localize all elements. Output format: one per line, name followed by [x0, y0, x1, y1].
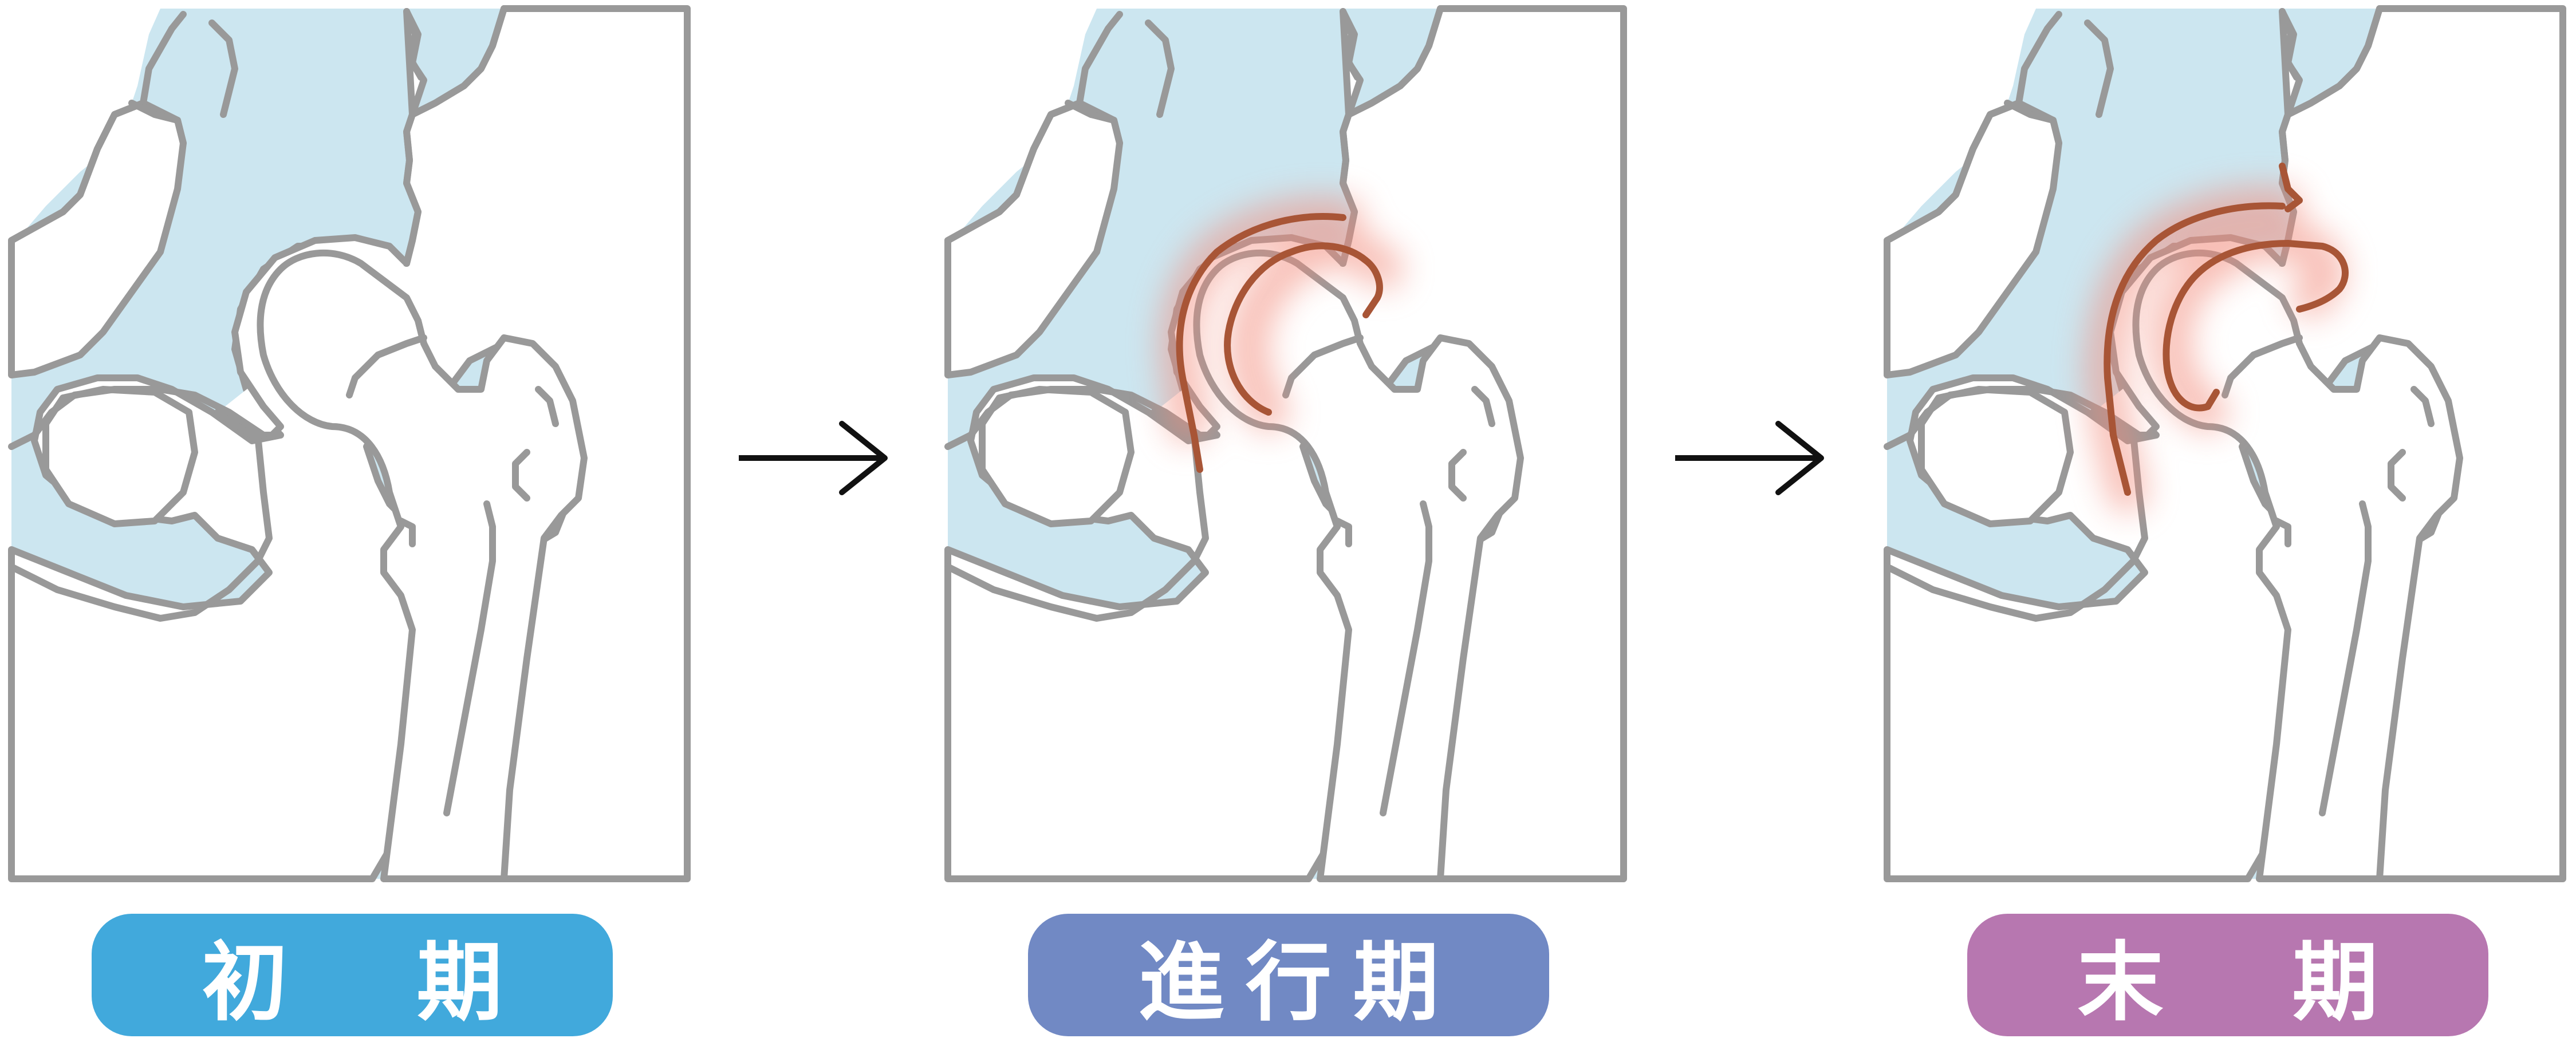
stage-label-early: 初 期: [92, 914, 613, 1036]
stage-panel-late: [1887, 9, 2563, 879]
arrow-right-icon: [1675, 421, 1824, 495]
stage-label-progressive: 進行期: [1028, 914, 1549, 1036]
stage-label-late: 末 期: [1967, 914, 2488, 1036]
stage-panel-progressive: [948, 9, 1624, 879]
stage-panel-early: [11, 9, 687, 879]
arrow-right-icon: [739, 421, 888, 495]
